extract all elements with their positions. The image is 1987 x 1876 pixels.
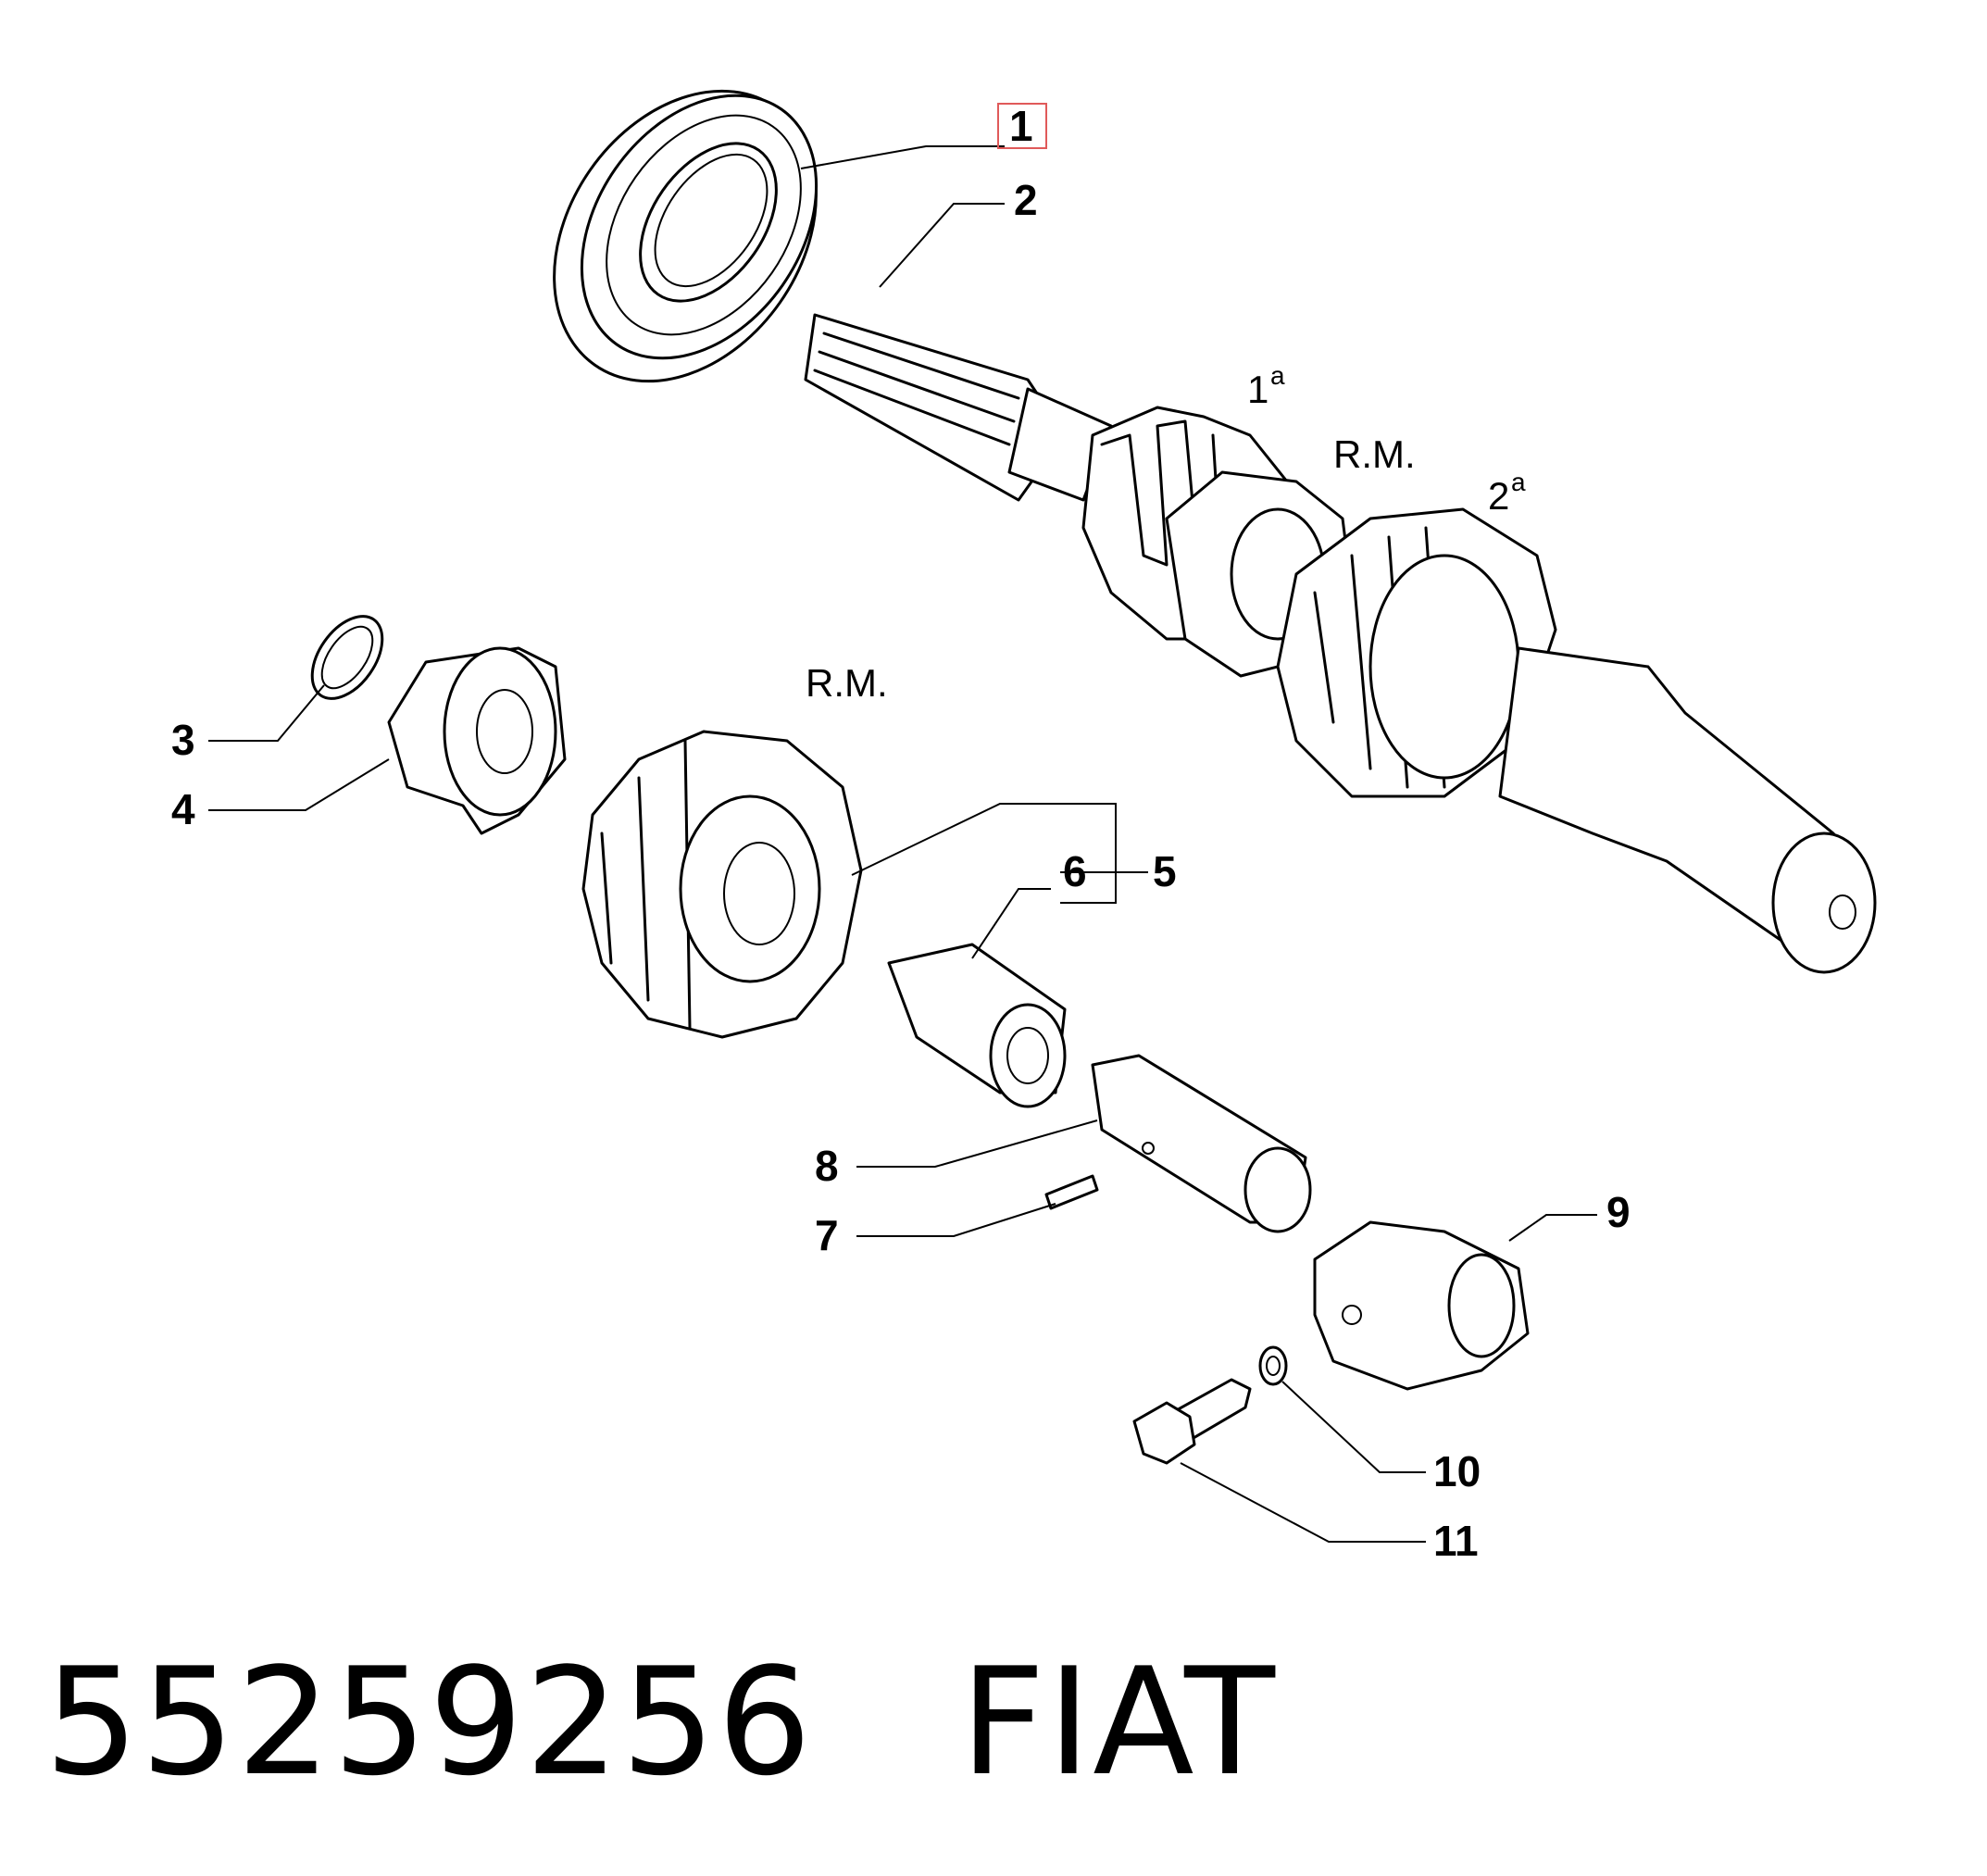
callout-6[interactable]: 6 <box>1063 847 1087 895</box>
callout-11[interactable]: 11 <box>1433 1517 1479 1565</box>
callout-5[interactable]: 5 <box>1153 847 1177 895</box>
gear-mark-rm-idler: R.M. <box>806 661 888 705</box>
gear-mark-first-sup: a <box>1270 361 1285 390</box>
snap-ring-part[interactable] <box>298 604 397 711</box>
callout-7[interactable]: 7 <box>815 1211 839 1259</box>
callout-8[interactable]: 8 <box>815 1142 839 1190</box>
bolt-part[interactable] <box>1132 1378 1252 1465</box>
gear-mark-second: 2 <box>1488 474 1509 518</box>
callout-10[interactable]: 10 <box>1433 1447 1481 1495</box>
synchro-hub-part[interactable] <box>387 646 567 835</box>
callout-9[interactable]: 9 <box>1606 1188 1631 1236</box>
needle-bearing-part[interactable] <box>887 943 1067 1108</box>
callout-4[interactable]: 4 <box>171 785 195 833</box>
reverse-idler-gear-part[interactable] <box>581 730 863 1039</box>
part-number-caption: 55259256 FIAT <box>44 1635 1277 1808</box>
callout-2[interactable]: 2 <box>1014 176 1038 224</box>
bearing-part[interactable] <box>500 41 870 431</box>
roll-pin-part[interactable] <box>1044 1174 1099 1210</box>
leader-lines <box>208 145 1597 1543</box>
callout-1[interactable]: 1 <box>1009 102 1033 150</box>
idler-shaft-part[interactable] <box>1091 1054 1312 1233</box>
callout-3[interactable]: 3 <box>171 716 195 764</box>
washer-part[interactable] <box>1258 1345 1288 1386</box>
gear-mark-second-sup: a <box>1511 468 1526 496</box>
gear-mark-first: 1 <box>1247 368 1268 411</box>
gear-shaft-part[interactable] <box>804 313 1877 974</box>
bracket-part[interactable] <box>1313 1220 1530 1391</box>
gear-mark-rm-shaft: R.M. <box>1333 432 1416 476</box>
selected-callout-highlight <box>997 103 1047 149</box>
